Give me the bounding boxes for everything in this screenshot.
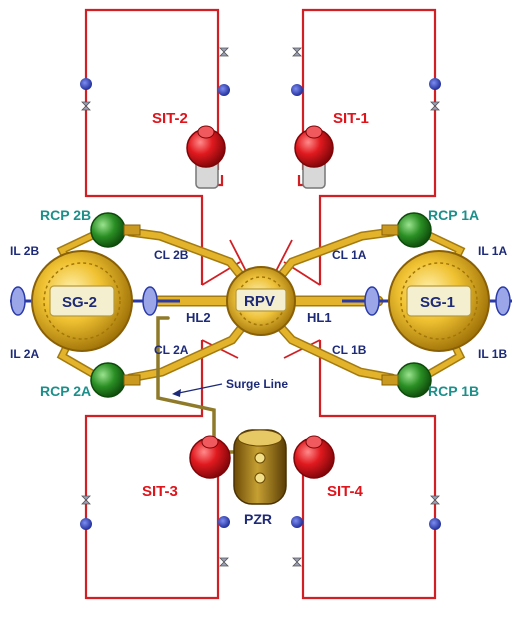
rcp-2b xyxy=(90,212,141,248)
sit-valves xyxy=(80,47,441,567)
label-il2b: IL 2B xyxy=(10,244,39,258)
label-sit4: SIT-4 xyxy=(327,483,364,500)
label-il1a: IL 1A xyxy=(478,244,507,258)
label-rcp1a: RCP 1A xyxy=(428,207,479,223)
label-sg2: SG-2 xyxy=(62,294,97,311)
label-sit1: SIT-1 xyxy=(333,110,369,127)
valve-icon xyxy=(218,84,230,96)
valve-icon xyxy=(80,518,92,530)
sit4-pipe xyxy=(301,340,437,600)
sg-2 xyxy=(10,250,180,352)
rcp-1b xyxy=(381,362,432,398)
sg-1 xyxy=(342,250,512,352)
label-hl1: HL1 xyxy=(307,310,332,325)
label-pzr: PZR xyxy=(244,511,272,527)
sit-2-tank xyxy=(186,125,226,189)
rcp-2a xyxy=(90,362,141,398)
valve-icon xyxy=(80,78,92,90)
surge-line-arrow xyxy=(172,383,223,397)
pressurizer xyxy=(233,429,287,505)
sit3-pipe xyxy=(84,340,220,600)
valve-icon xyxy=(429,78,441,90)
label-rcp2a: RCP 2A xyxy=(40,383,91,399)
label-sit2: SIT-2 xyxy=(152,110,188,127)
label-rpv: RPV xyxy=(244,293,275,310)
label-surge-line: Surge Line xyxy=(226,377,288,391)
valve-icon xyxy=(291,84,303,96)
rcs-piping xyxy=(56,227,466,454)
label-cl1a: CL 1A xyxy=(332,248,367,262)
label-cl2a: CL 2A xyxy=(154,343,189,357)
rpv xyxy=(226,266,296,336)
label-cl2b: CL 2B xyxy=(154,248,189,262)
label-rcp2b: RCP 2B xyxy=(40,207,91,223)
label-il2a: IL 2A xyxy=(10,347,39,361)
valve-icon xyxy=(291,516,303,528)
labels: SIT-2 SIT-1 SIT-3 SIT-4 RCP 2B RCP 1A RC… xyxy=(10,110,507,527)
surge-line-pipe xyxy=(156,316,238,454)
label-hl2: HL2 xyxy=(186,310,211,325)
label-sit3: SIT-3 xyxy=(142,483,178,500)
valve-icon xyxy=(218,516,230,528)
label-il1b: IL 1B xyxy=(478,347,507,361)
label-sg1: SG-1 xyxy=(420,294,455,311)
sit-4-tank xyxy=(293,435,335,479)
valve-icon xyxy=(429,518,441,530)
sit-3-tank xyxy=(189,435,231,479)
label-rcp1b: RCP 1B xyxy=(428,383,479,399)
label-cl1b: CL 1B xyxy=(332,343,367,357)
rcp-1a xyxy=(381,212,432,248)
sit-1-tank xyxy=(294,125,334,189)
